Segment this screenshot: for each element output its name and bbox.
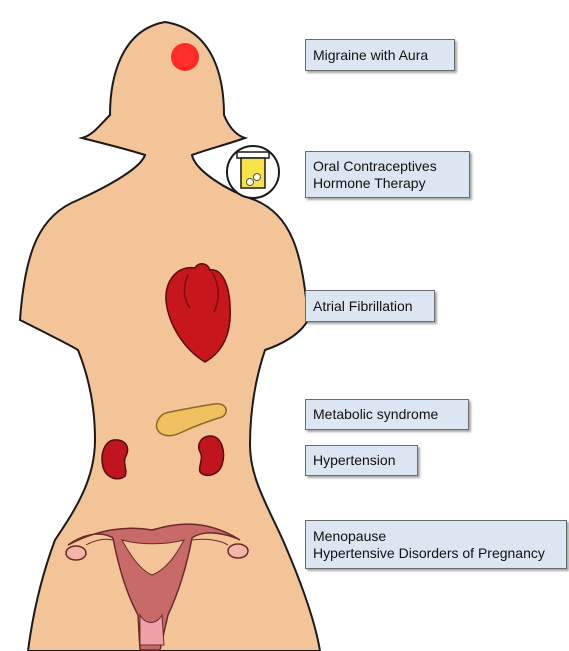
- label-menopause-text: Menopause: [313, 528, 559, 545]
- label-atrial-fibrillation: Atrial Fibrillation: [305, 290, 435, 322]
- label-menopause: Menopause Hypertensive Disorders of Preg…: [305, 520, 567, 569]
- label-contraceptives: Oral Contraceptives Hormone Therapy: [305, 151, 470, 198]
- label-hormone-text: Hormone Therapy: [313, 175, 462, 192]
- label-oral-text: Oral Contraceptives: [313, 158, 462, 175]
- label-migraine-text: Migraine with Aura: [313, 47, 447, 64]
- right-kidney-icon: [199, 436, 224, 475]
- label-migraine: Migraine with Aura: [305, 39, 455, 71]
- right-ovary: [228, 544, 248, 558]
- left-kidney-icon: [102, 440, 128, 479]
- label-afib-text: Atrial Fibrillation: [313, 298, 427, 315]
- label-hypertension-text: Hypertension: [313, 452, 410, 469]
- label-metabolic-text: Metabolic syndrome: [313, 406, 461, 423]
- label-pregnancy-text: Hypertensive Disorders of Pregnancy: [313, 545, 559, 562]
- label-hypertension: Hypertension: [305, 445, 418, 476]
- pill-bottle-icon: [227, 146, 279, 198]
- left-ovary: [66, 546, 86, 560]
- label-metabolic-syndrome: Metabolic syndrome: [305, 399, 469, 430]
